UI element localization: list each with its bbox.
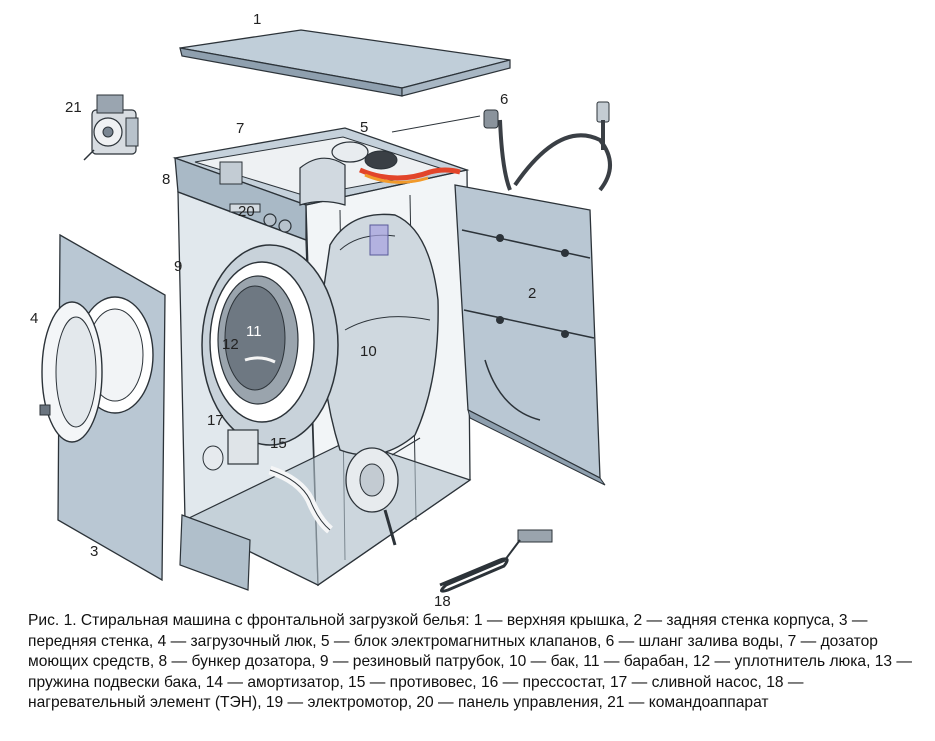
label-21: 21 [65, 99, 82, 116]
label-5: 5 [360, 119, 368, 136]
heating-element [439, 529, 553, 593]
label-12: 12 [222, 336, 239, 353]
label-20: 20 [238, 203, 255, 220]
label-6: 6 [500, 91, 508, 108]
label-7: 7 [236, 120, 244, 137]
drum-front [201, 244, 339, 446]
program-selector [83, 94, 139, 161]
inlet-hose [483, 101, 612, 192]
top-lid [179, 29, 511, 97]
label-17: 17 [207, 412, 224, 429]
figure-caption: Рис. 1. Стиральная машина с фронтальной … [28, 612, 913, 711]
label-1: 1 [253, 11, 261, 28]
motor [345, 437, 421, 546]
label-11: 11 [246, 323, 262, 340]
drain-pump [202, 429, 259, 471]
part-labels: 1 2 3 4 5 6 7 8 9 10 11 12 15 17 18 20 2… [30, 11, 536, 610]
label-18: 18 [434, 593, 451, 610]
plinth [179, 514, 251, 591]
label-10: 10 [360, 343, 377, 360]
back-panel [454, 184, 606, 486]
label-3: 3 [90, 543, 98, 560]
label-4: 4 [30, 310, 38, 327]
valve-block [331, 115, 481, 184]
loading-hatch [39, 301, 103, 443]
tank [320, 213, 439, 456]
washing-machine-diagram: 1 2 3 4 5 6 7 8 9 10 11 12 15 17 18 20 2… [30, 11, 612, 610]
detergent-dispenser [219, 157, 346, 206]
label-9: 9 [174, 258, 182, 275]
label-2: 2 [528, 285, 536, 302]
label-15: 15 [270, 435, 287, 452]
control-panel-knobs [229, 203, 292, 233]
label-8: 8 [162, 171, 170, 188]
